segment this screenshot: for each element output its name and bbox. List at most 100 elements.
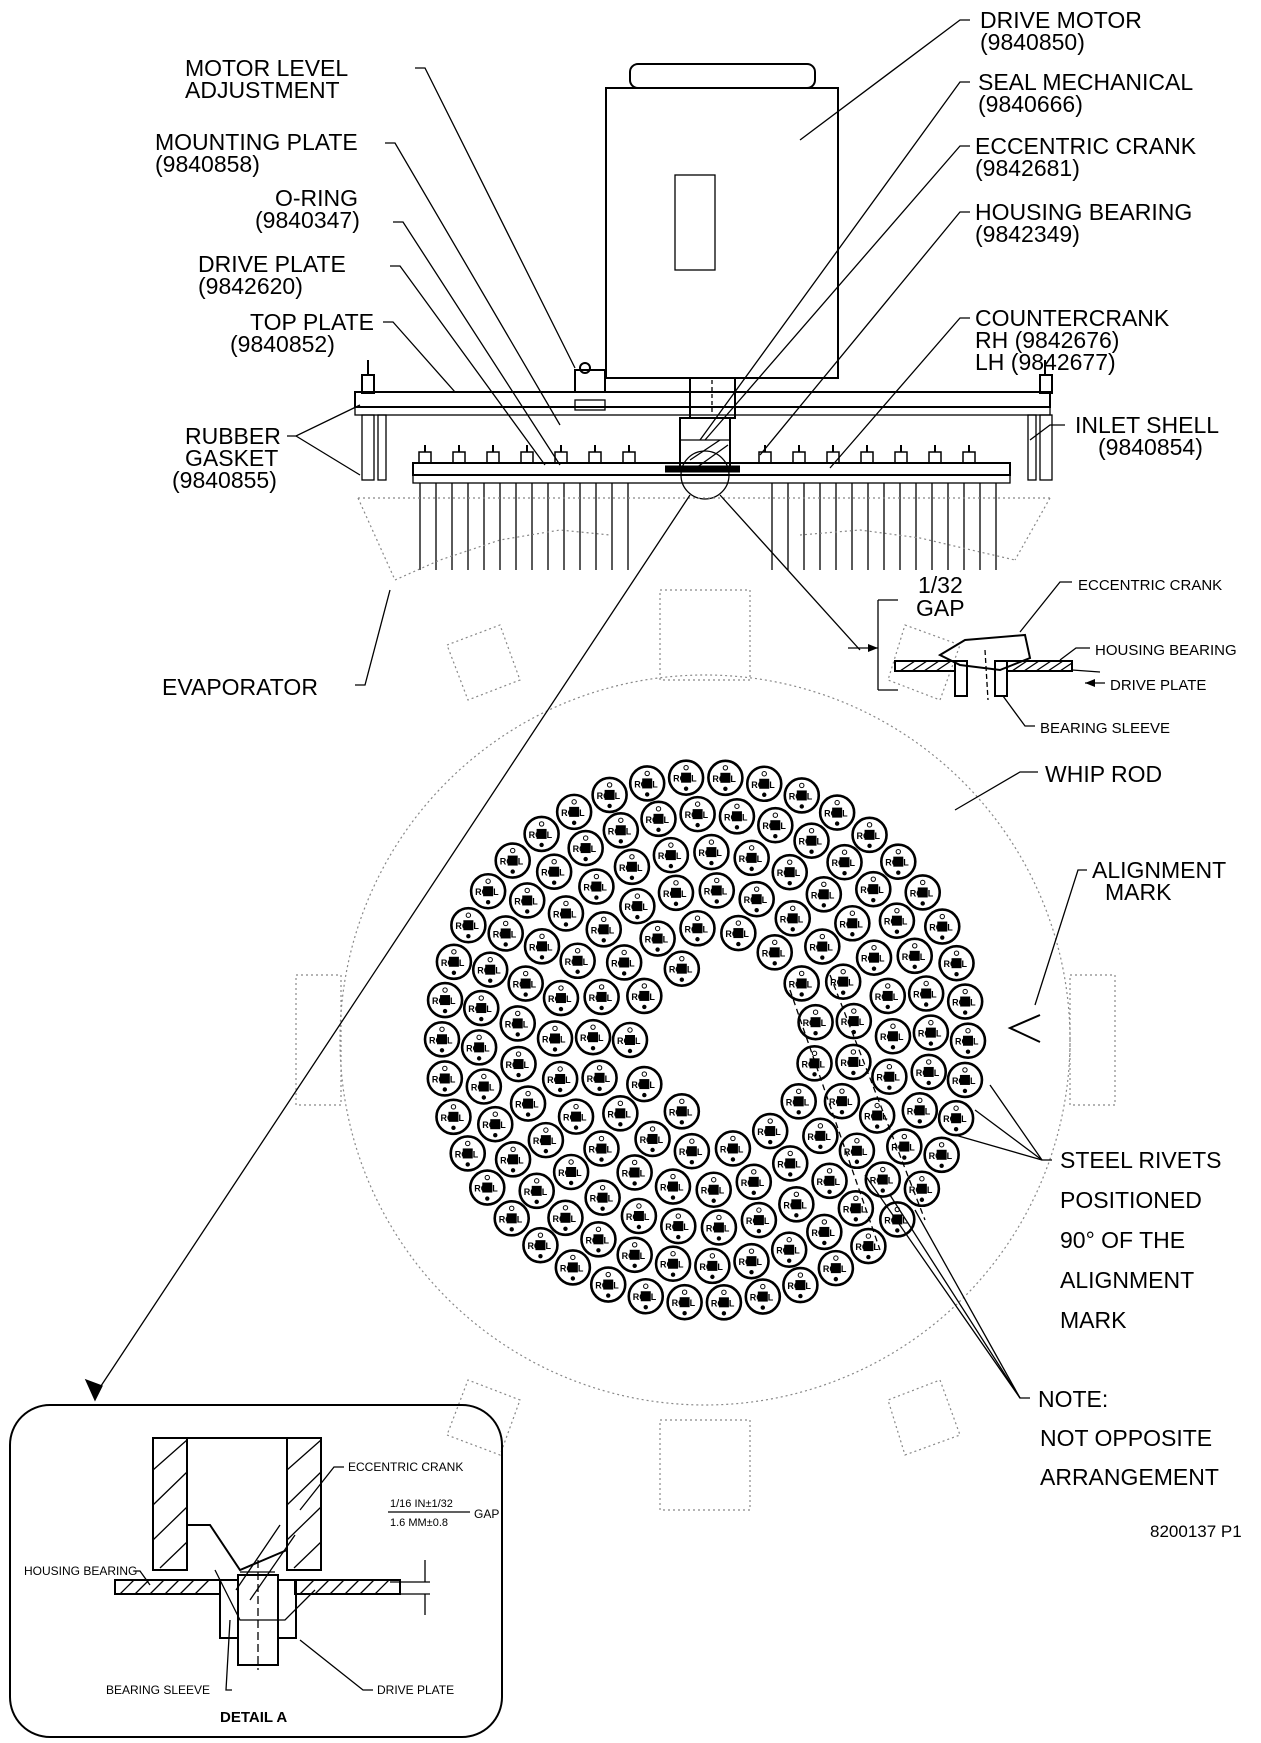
rod-hole	[939, 913, 945, 920]
rod-mark-left: RC	[533, 1136, 546, 1146]
rod-block	[540, 1135, 551, 1146]
rod-rivet	[597, 1086, 602, 1092]
rod-mark-right: L	[664, 815, 670, 825]
rod-rivet	[809, 849, 814, 854]
rod-mark-right: L	[635, 1036, 641, 1046]
rod-mark-right: L	[835, 1177, 841, 1187]
rod-hole	[485, 878, 491, 884]
rod-block	[679, 1297, 690, 1308]
rod-block	[769, 947, 780, 958]
rod-rivet	[568, 1180, 574, 1186]
rod-hole	[557, 1066, 563, 1072]
rod-block	[851, 1145, 862, 1156]
rod-mark-right: L	[878, 885, 884, 895]
rod-mark-right: L	[841, 1264, 847, 1274]
rod-block	[639, 1079, 650, 1090]
rod-mark-left: RC	[563, 1113, 576, 1123]
rod-mark-right: L	[961, 1114, 967, 1124]
rod-rivet	[854, 1159, 860, 1164]
rod-block	[555, 993, 566, 1004]
rod-mark-left: RC	[541, 868, 554, 878]
rod-mark-left: RC	[658, 851, 671, 861]
rod-block	[960, 996, 971, 1007]
rod-mark-left: RC	[891, 1143, 904, 1153]
rod-rivet	[820, 955, 825, 960]
rod-mark-right: L	[607, 993, 613, 1003]
rod-block	[642, 778, 653, 789]
rod-rivet	[827, 1189, 832, 1195]
rod-rivet	[643, 1305, 648, 1310]
rod-mark-left: RC	[724, 812, 737, 822]
rod-mark-left: RC	[482, 1120, 495, 1130]
rod-mark-left: RC	[617, 1036, 630, 1046]
rod-rivet	[636, 1224, 642, 1230]
rod-mark-left: RC	[744, 895, 757, 905]
rod-mark-left: RC	[669, 1107, 682, 1117]
rod-hole	[826, 1168, 833, 1174]
rod-mark-right: L	[690, 1298, 696, 1308]
rod-mark-right: L	[738, 1144, 744, 1154]
rod-block	[892, 1214, 903, 1225]
labels: DRIVE MOTOR (9840850) SEAL MECHANICAL (9…	[24, 7, 1242, 1726]
detail-a-frame	[9, 1404, 503, 1738]
rod-mark-left: RC	[466, 1043, 479, 1053]
rod-block	[877, 1174, 888, 1185]
rod-hole	[840, 968, 846, 975]
rod-mark-left: RC	[607, 1109, 620, 1119]
rod-mark-left: RC	[817, 1177, 830, 1187]
rod-block	[633, 1211, 644, 1222]
label-housing-bearing: HOUSING BEARING	[975, 199, 1192, 225]
label-motor-level: MOTOR LEVEL	[185, 55, 348, 81]
rod-mark-left: RC	[857, 831, 870, 841]
bolt	[826, 451, 840, 464]
rod-rivet	[670, 1272, 676, 1277]
rod-block	[836, 1096, 847, 1107]
rod-mark-right: L	[609, 925, 615, 935]
rod-hole	[772, 812, 779, 818]
rod-rivet	[650, 1147, 655, 1153]
rod-block	[746, 852, 757, 863]
rod-hole	[681, 1289, 688, 1295]
bolt	[962, 451, 976, 464]
leader-lines	[84, 19, 1087, 1402]
drive-motor	[605, 63, 839, 419]
rod-hole	[439, 1026, 445, 1032]
rod-block	[448, 956, 459, 967]
rod-hole	[926, 1059, 932, 1065]
rod-block	[824, 1175, 835, 1186]
rod-mark-right: L	[769, 780, 775, 790]
rod-hole	[796, 1088, 802, 1095]
rod-rivet	[515, 1032, 520, 1037]
detail-a	[9, 1404, 503, 1738]
rod-hole	[953, 1105, 959, 1111]
rod-rivet	[749, 866, 754, 872]
rod-mark-left: RC	[679, 1147, 692, 1157]
bolt	[554, 451, 568, 464]
rod-block	[513, 1059, 524, 1070]
rod-rivet	[818, 1144, 823, 1150]
rod-rivet	[962, 1010, 968, 1015]
rod-mark-right: L	[649, 992, 655, 1002]
rod-mark-right: L	[850, 858, 856, 868]
rod-block	[713, 1222, 724, 1233]
rod-mark-left: RC	[885, 858, 898, 868]
rod-mark-right: L	[947, 923, 953, 933]
rod-hole	[679, 1098, 685, 1105]
